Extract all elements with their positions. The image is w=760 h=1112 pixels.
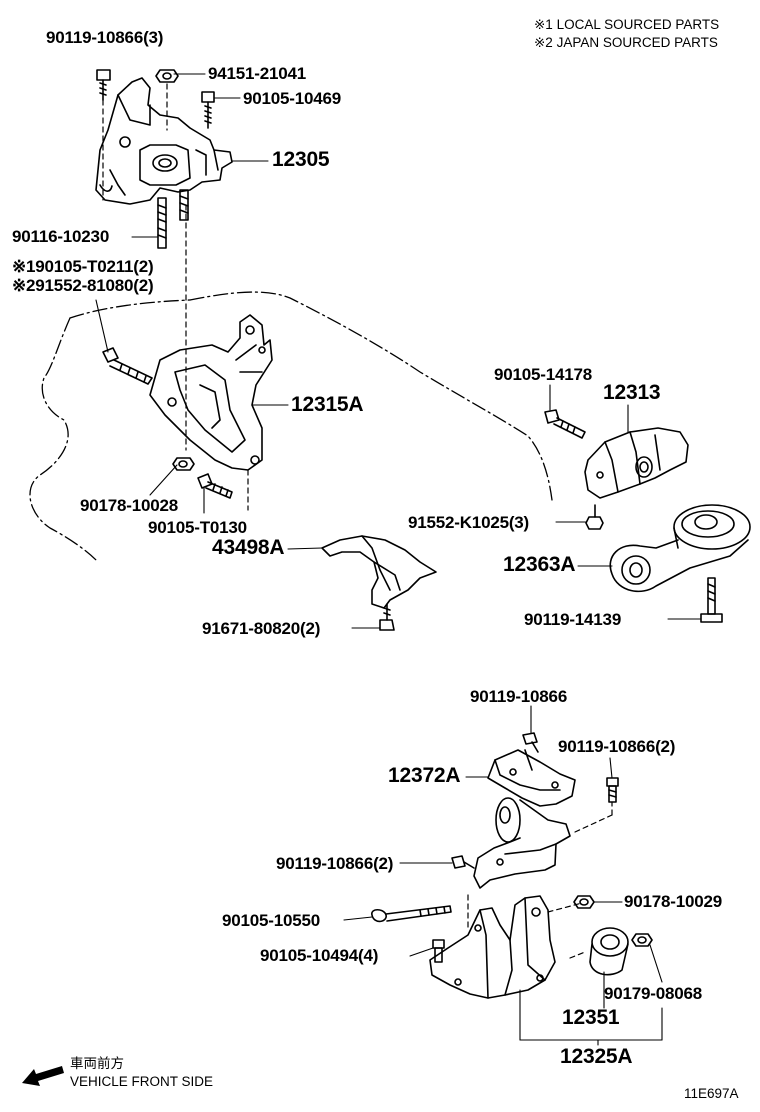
bolt-90105-T0211 <box>102 347 153 385</box>
part-label[interactable]: 90105-14178 <box>494 365 593 384</box>
part-label[interactable]: 90105-T0130 <box>148 518 247 537</box>
nut-90179-08068 <box>631 933 653 947</box>
part-label[interactable]: 91671-80820(2) <box>202 619 321 638</box>
engine-mount-upper-12305 <box>95 77 233 205</box>
part-label[interactable]: 12351 <box>562 1006 620 1029</box>
part-label[interactable]: 12305 <box>272 148 330 171</box>
part-label[interactable]: 94151-21041 <box>208 64 307 83</box>
dashed-leaders <box>102 83 613 959</box>
bolt-90119-14139 <box>700 577 723 623</box>
bolt-90119-10866-a <box>522 732 539 753</box>
bolt-90105-10469 <box>201 91 215 129</box>
bolt-90105-14178 <box>544 409 586 439</box>
part-label[interactable]: 90178-10029 <box>624 892 723 911</box>
bushing-12351 <box>589 927 629 976</box>
bracket-12325A <box>429 895 556 999</box>
part-label[interactable]: ※291552-81080(2) <box>12 276 154 295</box>
legend-local-sourced: ※1 LOCAL SOURCED PARTS <box>534 17 720 32</box>
part-label[interactable]: ※190105-T0211(2) <box>12 257 154 276</box>
part-label[interactable]: 12363A <box>503 553 576 576</box>
part-label[interactable]: 12325A <box>560 1045 633 1068</box>
part-label[interactable]: 90179-08068 <box>604 984 703 1003</box>
bolt-90119-10866-b <box>606 777 619 803</box>
leader-lines <box>95 73 701 1046</box>
bolt-90119-10866-c <box>451 855 475 869</box>
bolt-90105-T0130 <box>197 473 233 499</box>
vehicle-front-side: VEHICLE FRONT SIDE <box>70 1074 214 1089</box>
part-label[interactable]: 43498A <box>212 536 285 559</box>
legend-japan-sourced: ※2 JAPAN SOURCED PARTS <box>534 35 718 50</box>
bolt-90105-10550 <box>371 905 452 923</box>
nut-90178-10029 <box>573 895 595 909</box>
part-label[interactable]: 90119-10866(2) <box>276 854 394 873</box>
part-label[interactable]: 90105-10550 <box>222 911 321 930</box>
nut-94151-21041 <box>155 69 179 83</box>
part-label[interactable]: 90119-10866 <box>470 687 568 706</box>
engine-bracket-12315A <box>149 314 273 471</box>
bolt-90105-10494 <box>432 939 445 963</box>
vehicle-front-jp: 車両前方 <box>70 1056 124 1071</box>
heat-shield-43498A <box>321 535 437 609</box>
part-label[interactable]: 90119-14139 <box>524 610 622 629</box>
part-label[interactable]: 90119-10866(2) <box>558 737 676 756</box>
mount-12313 <box>584 427 689 499</box>
bracket-12372A <box>473 749 576 889</box>
stud-90116-10230 <box>157 189 189 249</box>
arrow-left-down-icon <box>22 1066 64 1086</box>
part-label[interactable]: 12315A <box>291 393 364 416</box>
engine-outline <box>29 291 553 561</box>
figure-code: 11E697A <box>684 1086 739 1101</box>
part-label[interactable]: 90119-10866(3) <box>46 28 164 47</box>
part-label[interactable]: 90105-10469 <box>243 89 342 108</box>
part-label[interactable]: 90178-10028 <box>80 496 179 515</box>
bolt-90119-10866 <box>96 69 111 101</box>
part-label[interactable]: 12313 <box>603 381 661 404</box>
nut-91552-K1025 <box>585 504 604 530</box>
part-label[interactable]: 12372A <box>388 764 461 787</box>
part-label[interactable]: 91552-K1025(3) <box>408 513 530 532</box>
part-label[interactable]: 90105-10494(4) <box>260 946 379 965</box>
torque-rod-12363A <box>609 504 751 593</box>
nut-90178-10028 <box>172 457 195 471</box>
bolt-91671-80820 <box>379 603 395 631</box>
part-label[interactable]: 90116-10230 <box>12 227 110 246</box>
